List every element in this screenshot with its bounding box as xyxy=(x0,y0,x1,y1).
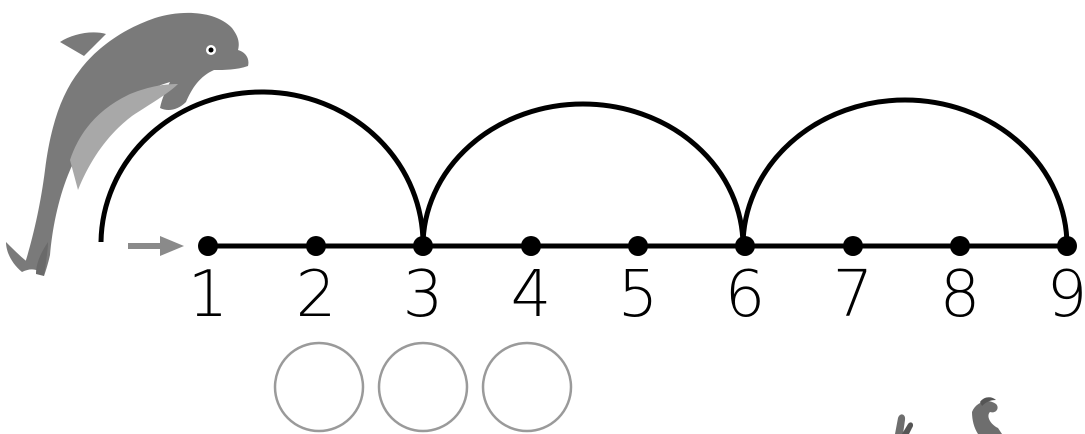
jump-arc-2 xyxy=(420,101,746,247)
tick-dot-5 xyxy=(628,236,648,256)
tick-dot-6 xyxy=(735,236,755,256)
tick-dot-4 xyxy=(521,236,541,256)
tick-label-3: 3 xyxy=(403,258,444,332)
answer-circle-2[interactable] xyxy=(377,341,469,433)
tick-label-9: 9 xyxy=(1047,258,1085,332)
tick-dot-2 xyxy=(306,236,326,256)
tick-label-7: 7 xyxy=(833,258,874,332)
tick-dot-1 xyxy=(198,236,218,256)
tick-label-4: 4 xyxy=(511,258,552,332)
tick-dot-7 xyxy=(843,236,863,256)
tick-label-8: 8 xyxy=(940,258,981,332)
tick-label-2: 2 xyxy=(296,258,337,332)
jump-arc-1 xyxy=(98,89,426,247)
answer-circle-3[interactable] xyxy=(481,341,573,433)
tick-label-6: 6 xyxy=(725,258,766,332)
tick-label-1: 1 xyxy=(188,258,229,332)
tick-label-5: 5 xyxy=(618,258,659,332)
tick-dot-3 xyxy=(413,236,433,256)
right-arrow-icon xyxy=(128,236,184,256)
jump-arc-3 xyxy=(740,97,1070,247)
answer-slots xyxy=(273,341,573,433)
answer-circle-1[interactable] xyxy=(273,341,365,433)
tick-dot-8 xyxy=(950,236,970,256)
tick-dots xyxy=(198,236,1077,256)
dolphin-icon xyxy=(6,12,249,276)
crab-icon xyxy=(895,397,1002,434)
tick-labels: 1 2 3 4 5 6 7 8 9 xyxy=(188,258,1085,332)
tick-dot-9 xyxy=(1057,236,1077,256)
